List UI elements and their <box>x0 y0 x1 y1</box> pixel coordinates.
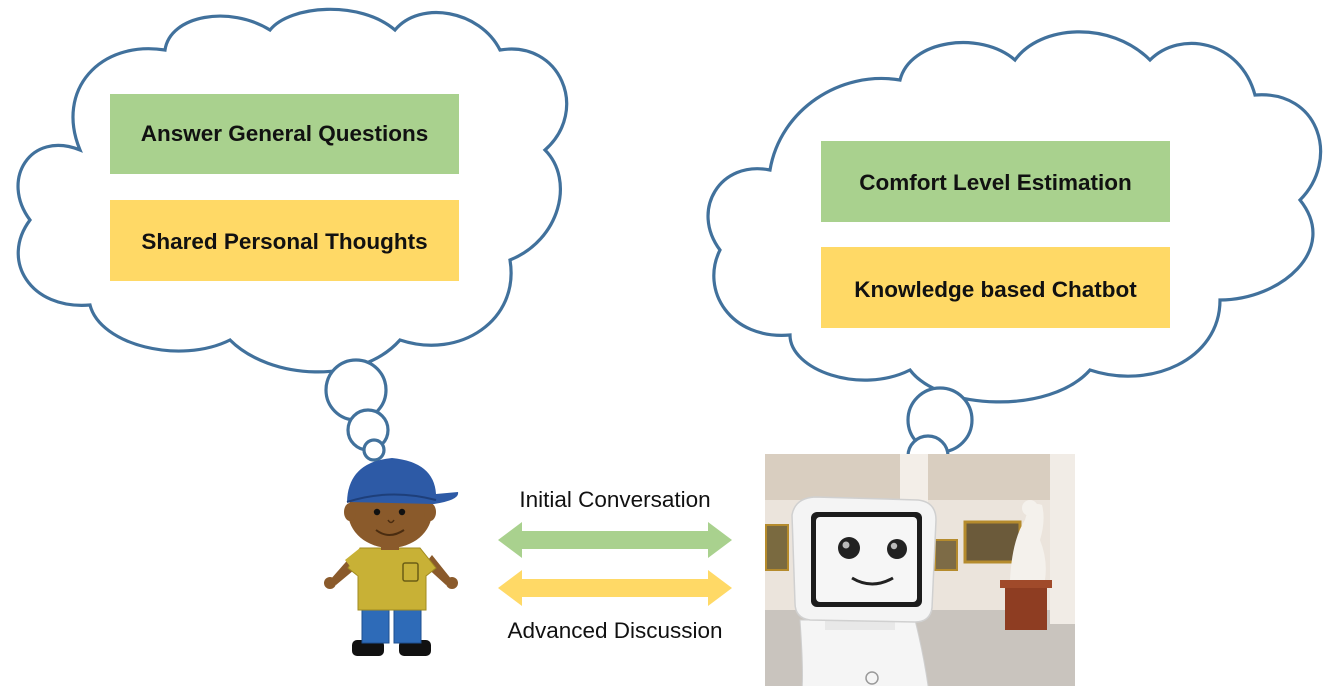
left-box-yellow <box>110 200 459 281</box>
right-box-green-label: Comfort Level Estimation <box>859 170 1132 195</box>
right-box-green <box>821 141 1170 222</box>
left-box-green <box>110 94 459 174</box>
advanced-discussion-arrow <box>498 570 732 606</box>
right-box-yellow-label: Knowledge based Chatbot <box>854 277 1137 302</box>
left-box-yellow-label: Shared Personal Thoughts <box>141 229 427 254</box>
initial-conversation-label: Initial Conversation <box>519 487 710 512</box>
child-cartoon-icon <box>324 458 459 656</box>
initial-conversation-arrow <box>498 522 732 558</box>
thought-bubble-small <box>362 438 386 462</box>
advanced-discussion-label: Advanced Discussion <box>507 618 722 643</box>
left-box-green-label: Answer General Questions <box>141 121 429 146</box>
robot-photo <box>765 454 1075 686</box>
right-box-yellow <box>821 247 1170 328</box>
